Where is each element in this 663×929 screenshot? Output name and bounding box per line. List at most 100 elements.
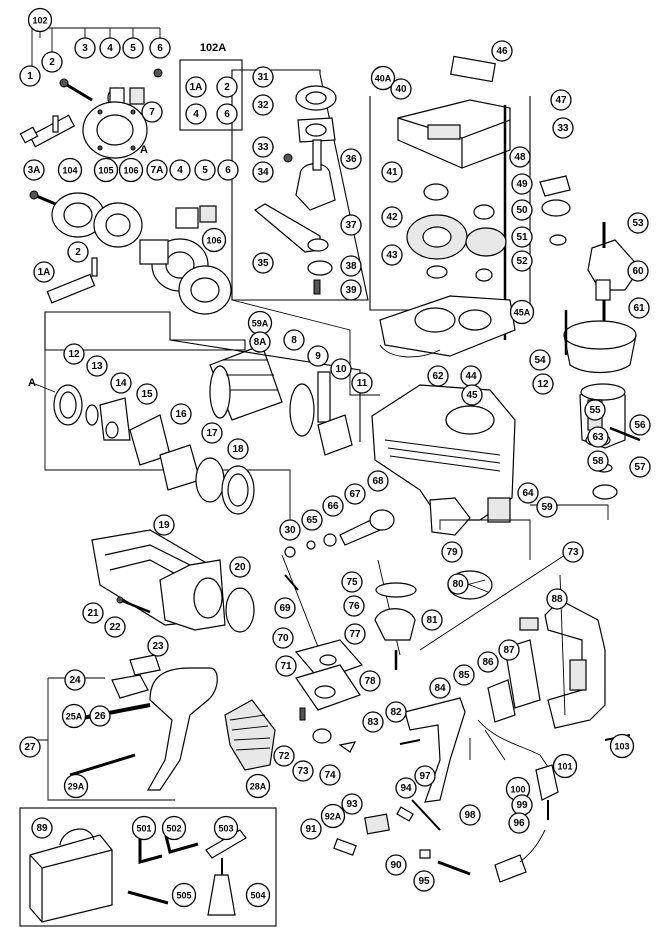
part-callout: 13 <box>86 355 108 377</box>
part-callout: 102 <box>27 7 53 33</box>
part-callout: 59 <box>536 496 558 518</box>
inner-cover-44 <box>379 295 516 358</box>
piston-77 <box>374 608 416 641</box>
part-callout: 504 <box>245 882 271 908</box>
part-callout: 63 <box>587 426 609 448</box>
part-callout: 65 <box>301 509 323 531</box>
part-number: 50 <box>516 205 528 216</box>
part-callout: 34 <box>252 161 274 183</box>
part-callout: 98 <box>459 804 481 826</box>
part-callout: 60 <box>627 260 649 282</box>
part-number: 17 <box>206 428 218 439</box>
part-number: 65 <box>306 515 318 526</box>
part-callout: 96 <box>508 812 530 834</box>
part-callout: 56 <box>629 414 651 436</box>
part-number: 33 <box>257 142 269 153</box>
part-callout: 6 <box>217 159 239 181</box>
rings-13-19 <box>53 384 255 515</box>
part-callout: 3 <box>74 37 96 59</box>
pin-1 <box>19 114 76 148</box>
part-number: 35 <box>257 258 269 269</box>
pin-2 <box>52 115 59 133</box>
part-callout: 61 <box>628 297 650 319</box>
part-number: 1 <box>27 71 33 82</box>
part-callout: 48 <box>509 146 531 168</box>
holder-48 <box>539 175 571 197</box>
part-callout: 78 <box>359 670 381 692</box>
part-number: 12 <box>68 349 80 360</box>
part-number: 52 <box>516 256 528 267</box>
part-number: 81 <box>426 615 438 626</box>
part-number: 11 <box>357 378 368 389</box>
part-number: 23 <box>152 641 164 652</box>
part-number: 34 <box>257 167 269 178</box>
part-number: 106 <box>206 236 221 246</box>
small-parts <box>333 799 546 883</box>
part-callout: 14 <box>110 372 132 394</box>
part-number: 70 <box>277 633 289 644</box>
armature <box>587 222 641 330</box>
kit-item-number: 2 <box>224 82 230 93</box>
part-callout: 15 <box>136 383 158 405</box>
part-number: 74 <box>324 770 336 781</box>
part-number: 59A <box>252 319 269 329</box>
pin-504 <box>127 890 169 905</box>
part-number: 96 <box>513 818 525 829</box>
part-callout: 92A <box>320 803 346 829</box>
striker-parts <box>284 509 395 591</box>
part-callout: 104 <box>57 157 83 183</box>
part-number: 27 <box>24 742 36 753</box>
part-callout: 46 <box>491 40 513 62</box>
part-number: 53 <box>632 218 644 229</box>
part-callout: 45A <box>509 299 535 325</box>
part-number: 7 <box>149 107 155 118</box>
ring-9 <box>289 383 315 437</box>
part-number: 80 <box>452 579 464 590</box>
flange-7 <box>82 101 148 159</box>
part-callout: 17 <box>201 422 223 444</box>
part-number: 72 <box>278 751 290 762</box>
part-callout: 28A <box>245 773 271 799</box>
part-number: 93 <box>346 799 358 810</box>
part-callout: 36 <box>340 148 362 170</box>
part-number: 2 <box>49 57 55 68</box>
part-callout: 59A <box>247 310 273 336</box>
part-number: 19 <box>158 520 170 531</box>
part-callout: 53 <box>627 212 649 234</box>
kit-item-number: 6 <box>224 109 230 120</box>
part-number: 505 <box>176 891 191 901</box>
ring-76 <box>375 582 417 598</box>
part-callout: 10 <box>330 358 352 380</box>
part-callout: 85 <box>453 664 475 686</box>
part-callout: 31 <box>252 66 274 88</box>
part-callout: 87 <box>498 639 520 661</box>
part-number: 7A <box>151 165 164 176</box>
part-number: 6 <box>225 165 231 176</box>
part-callout: 7A <box>146 159 168 181</box>
part-callout: 71 <box>275 655 297 677</box>
part-85 <box>487 679 516 723</box>
part-callout: 29A <box>63 773 89 799</box>
part-number: 25A <box>66 712 83 722</box>
kit-box-label: 102A <box>200 42 226 54</box>
part-callout: 32 <box>252 94 274 116</box>
part-number: 98 <box>464 810 476 821</box>
part-callout: 68 <box>367 470 389 492</box>
flange-7a-group <box>29 190 232 315</box>
part-callout: 75 <box>341 571 363 593</box>
part-callout: 83 <box>362 711 384 733</box>
part-callout: 33 <box>552 117 574 139</box>
part-callout: 23 <box>147 635 169 657</box>
part-callout: 72 <box>273 745 295 767</box>
part-callout: 503 <box>213 815 239 841</box>
part-callout: 62 <box>427 365 449 387</box>
part-callout: 94 <box>395 777 417 799</box>
part-callout: 64 <box>517 482 539 504</box>
part-number: 504 <box>250 891 265 901</box>
part-number: 61 <box>633 303 645 314</box>
cord-100 <box>535 764 559 801</box>
part-number: 502 <box>166 824 181 834</box>
part-callout: 501 <box>131 815 157 841</box>
part-callout: 40 <box>390 78 412 100</box>
part-number: 6 <box>157 43 163 54</box>
